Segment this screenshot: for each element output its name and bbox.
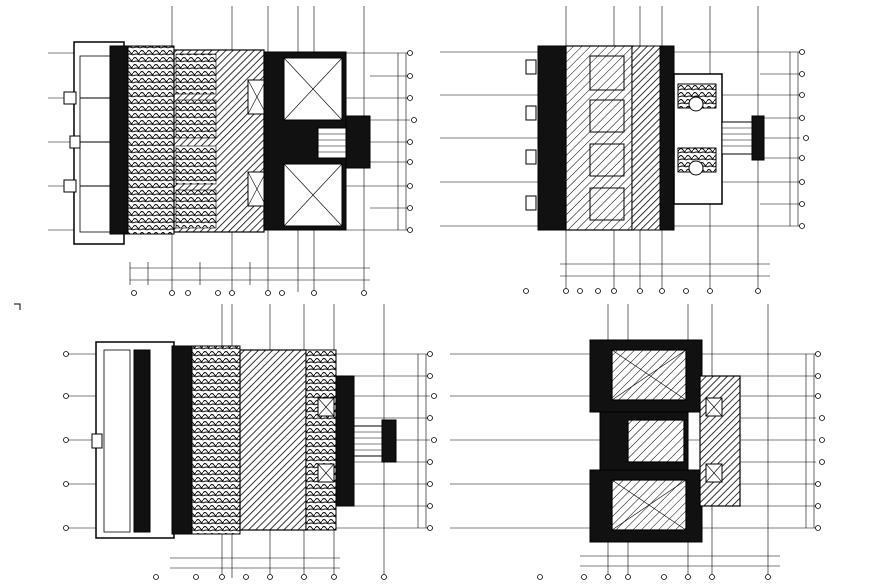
plan-bottom-left <box>63 304 437 580</box>
plan-top-left <box>48 6 417 296</box>
corner-mark <box>14 303 21 310</box>
plan-bottom-right <box>450 304 825 580</box>
plan-top-right <box>440 6 809 294</box>
